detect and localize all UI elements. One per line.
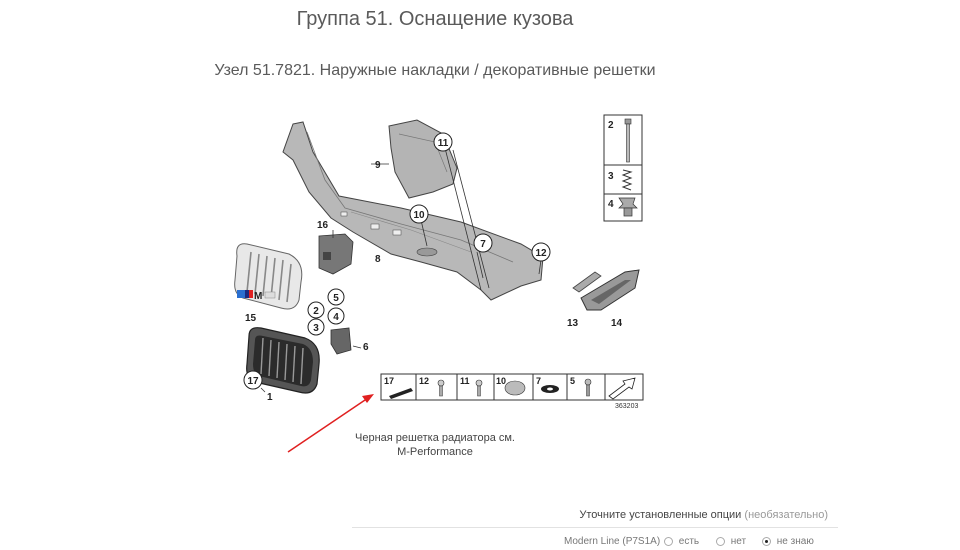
svg-text:17: 17	[247, 376, 259, 387]
m-emblem: M	[237, 290, 276, 302]
option-row-label: Modern Line (P7S1A)	[564, 536, 661, 547]
option-no-label: нет	[730, 536, 747, 547]
legend-17: 17	[384, 376, 394, 386]
svg-text:5: 5	[333, 293, 339, 304]
svg-text:12: 12	[535, 248, 547, 259]
parts-diagram: 2 3 4	[221, 112, 647, 412]
callout-2: 2	[307, 301, 325, 319]
callout-6: 6	[363, 342, 369, 353]
option-row-modern-line: Modern Line (P7S1A) есть нет не знаю	[520, 536, 850, 550]
part-14-vent	[580, 269, 640, 311]
page-title: Группа 51. Оснащение кузова	[296, 8, 574, 30]
side-label-2: 2	[608, 120, 614, 131]
part-9-cover	[388, 119, 458, 199]
callout-8: 8	[375, 254, 381, 265]
callout-3: 3	[307, 318, 325, 336]
svg-text:4: 4	[333, 312, 339, 323]
legend-12: 12	[419, 376, 429, 386]
side-parts-box: 2 3 4	[603, 114, 643, 222]
callout-17: 17	[243, 370, 263, 390]
option-no[interactable]: нет	[716, 536, 747, 547]
leader-lines	[260, 147, 542, 393]
legend-10: 10	[496, 376, 506, 386]
legend-7: 7	[536, 376, 541, 386]
callout-4: 4	[327, 307, 345, 325]
options-divider	[352, 527, 838, 528]
caption-line-1: Черная решетка радиатора см.	[355, 432, 515, 444]
side-label-4: 4	[608, 199, 614, 210]
callout-15: 15	[245, 313, 257, 324]
svg-text:10: 10	[413, 210, 425, 221]
page-subtitle: Узел 51.7821. Наружные накладки / декора…	[214, 62, 656, 79]
options-title: Уточните установленные опции (необязател…	[560, 509, 828, 521]
svg-text:11: 11	[438, 138, 449, 149]
svg-text:3: 3	[313, 323, 319, 334]
legend-11: 11	[460, 376, 470, 386]
option-yes[interactable]: есть	[664, 536, 700, 547]
emblem-letter: M	[254, 291, 262, 302]
option-unknown[interactable]: не знаю	[762, 536, 814, 547]
options-title-text: Уточните установленные опции	[579, 509, 742, 521]
part-6-bracket	[330, 327, 352, 355]
callout-13: 13	[567, 318, 579, 329]
option-unknown-label: не знаю	[776, 536, 814, 547]
callout-1: 1	[267, 392, 273, 403]
svg-text:7: 7	[480, 239, 486, 250]
part-13-strip	[572, 271, 602, 293]
callout-10: 10	[409, 204, 429, 224]
grille-1-black	[246, 327, 320, 394]
callout-12: 12	[531, 242, 551, 262]
part-16-bracket	[318, 233, 354, 275]
side-label-3: 3	[608, 171, 614, 182]
diagram-ref-number: 363203	[615, 403, 638, 410]
options-optional-note: (необязательно)	[744, 509, 828, 521]
callout-9: 9	[375, 160, 381, 171]
svg-text:2: 2	[313, 306, 319, 317]
callout-14: 14	[611, 318, 623, 329]
caption-line-2: M-Performance	[397, 446, 473, 458]
callout-11: 11	[433, 132, 453, 152]
callout-5: 5	[327, 288, 345, 306]
callout-7: 7	[473, 233, 493, 253]
legend-5: 5	[570, 376, 575, 386]
grille-15-frame	[234, 243, 303, 310]
option-yes-label: есть	[678, 536, 700, 547]
small-parts-legend: 17 12 11 10 7 5	[380, 373, 644, 401]
callout-16: 16	[317, 220, 329, 231]
